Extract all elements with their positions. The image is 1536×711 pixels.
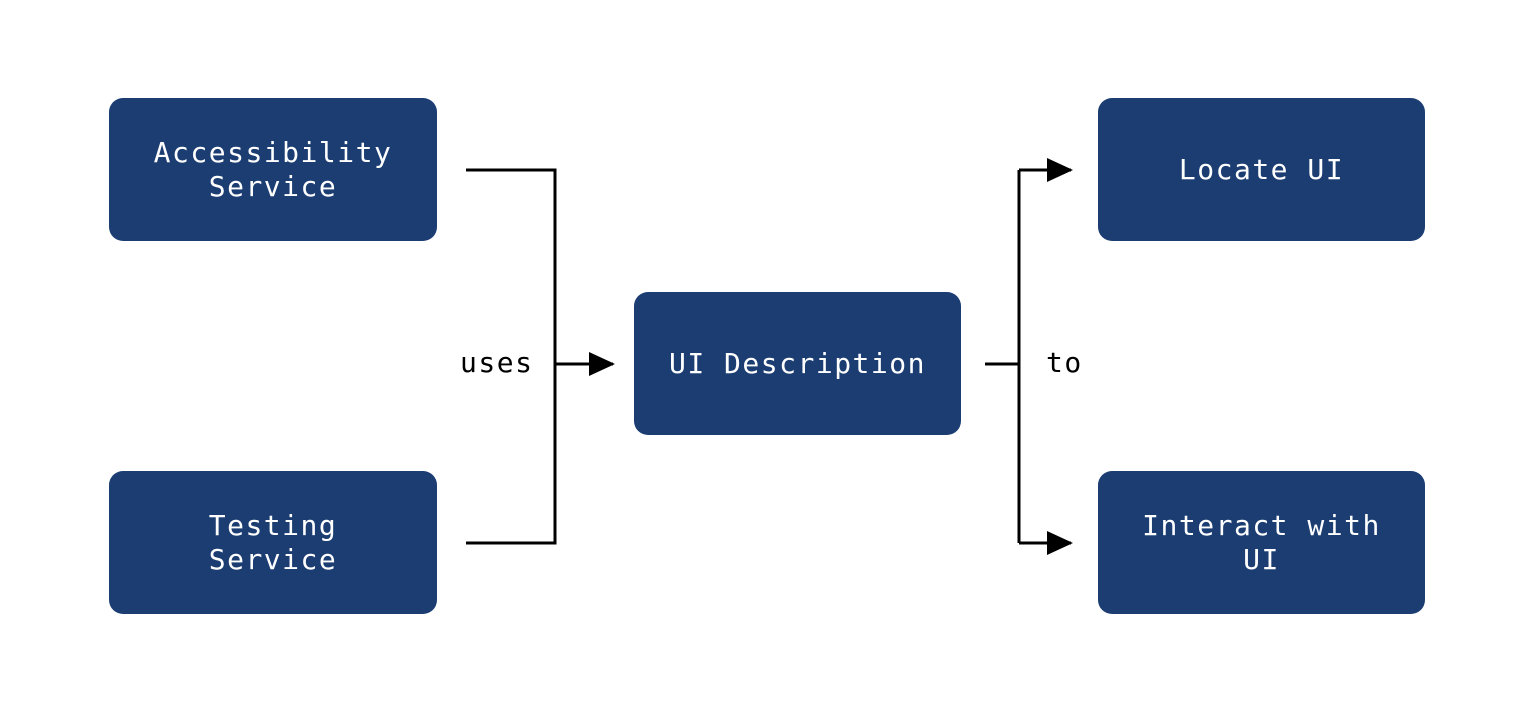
node-accessibility-service: Accessibility Service (109, 98, 437, 241)
edge-label-uses: uses (460, 346, 534, 379)
connector-testing-to-merge (466, 364, 557, 545)
node-locate-ui: Locate UI (1098, 98, 1425, 241)
node-interact-with-ui: Interact with UI (1098, 471, 1425, 614)
connector-accessibility-to-merge (466, 168, 557, 364)
node-ui-description: UI Description (634, 292, 961, 435)
node-testing-service: Testing Service (109, 471, 437, 614)
edge-label-to: to (1046, 346, 1083, 379)
